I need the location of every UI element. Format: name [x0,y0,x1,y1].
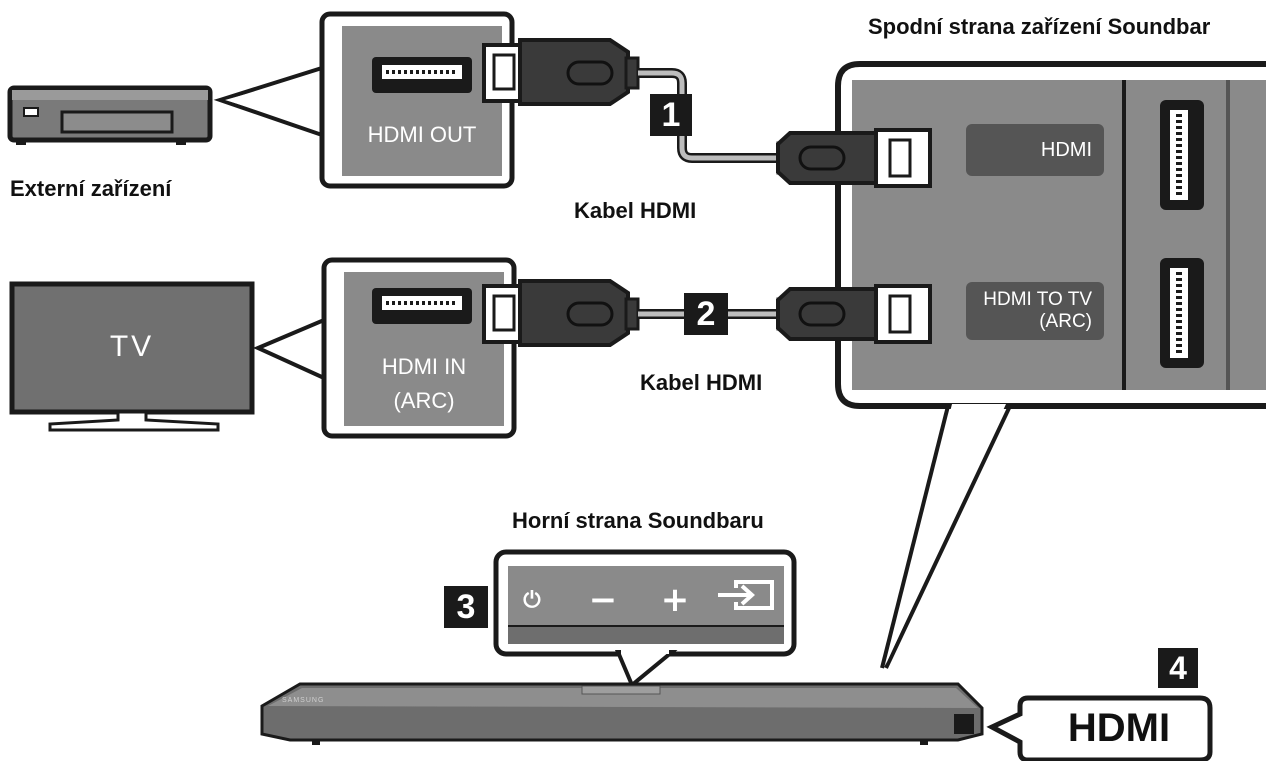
port-hdmi-text: HDMI [1040,139,1092,161]
display-bubble [986,695,1213,761]
soundbar-body [260,682,984,745]
port-hdmi-label: HDMI [966,124,1104,176]
hdmi-out-panel [319,11,515,189]
hdmi-out-label: HDMI OUT [367,122,477,147]
step-badge-2: 2 [684,293,728,335]
volume-down-icon: − [588,580,618,620]
tv-label: TV [109,330,155,363]
top-side-title: Horní strana Soundbaru [512,508,764,533]
port-hdmi-tv-label: HDMI TO TV (ARC) [966,282,1104,340]
port-hdmi-tv-text: HDMI TO TV [983,289,1092,310]
cable1-right-plug [776,128,932,188]
volume-up-icon: + [660,580,690,620]
cable2-right-plug [776,284,932,344]
top-control-panel [493,549,797,689]
cable2-left-plug [482,279,640,347]
brand-logo: SAMSUNG [282,697,325,704]
soundbar-bottom-panel [835,61,1266,409]
bottom-side-title: Spodní strana zařízení Soundbar [868,14,1211,39]
external-device-icon [7,85,213,145]
step-badge-3: 3 [444,586,488,628]
step-badge-1: 1 [650,94,692,136]
soundbar-hdmi-tv-port [1160,258,1204,368]
cable1-label: Kabel HDMI [574,198,697,223]
cable2-label: Kabel HDMI [640,370,763,395]
hdmi-in-arc-label: (ARC) [393,388,455,413]
power-icon: ⏻ [523,588,541,613]
tv-icon [9,281,255,432]
display-hdmi-text: HDMI [1067,706,1171,750]
hdmi-in-label: HDMI IN [381,354,467,379]
port-hdmi-tv-arc-text: (ARC) [1039,311,1092,332]
soundbar-hdmi-port [1160,100,1204,210]
hdmi-in-panel [321,257,517,439]
external-device-label: Externí zařízení [10,176,172,201]
cable1-left-plug [482,38,640,106]
source-icon [718,580,774,610]
step-badge-4: 4 [1158,648,1198,688]
